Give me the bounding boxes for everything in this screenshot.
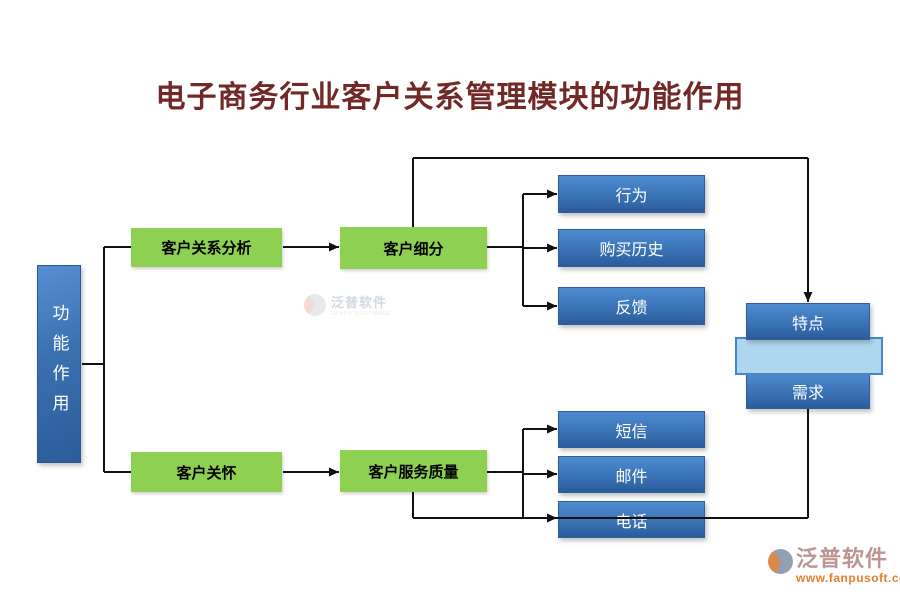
fanpu-watermark-icon xyxy=(304,293,326,316)
node-phone-label: 电话 xyxy=(615,513,648,531)
node-phone: 电话 xyxy=(558,501,705,538)
watermark-subtitle: FANPU SOFTWARE xyxy=(331,311,392,317)
highlight-bar xyxy=(735,337,883,375)
node-feedback: 反馈 xyxy=(558,287,705,325)
node-behavior-label: 行为 xyxy=(615,188,648,205)
watermark-name: 泛普软件 xyxy=(331,295,388,310)
node-customer-relation-analysis: 客户关系分析 xyxy=(131,228,282,267)
node-customer-relation-analysis-label: 客户关系分析 xyxy=(161,240,252,257)
node-customer-service-quality-label: 客户服务质量 xyxy=(368,463,459,481)
node-email: 邮件 xyxy=(558,456,705,493)
diagram-title: 电子商务行业客户关系管理模块的功能作用 xyxy=(155,81,745,114)
node-function-role-label: 功能作用 xyxy=(49,304,69,424)
node-behavior: 行为 xyxy=(558,175,705,213)
node-function-role: 功能作用 xyxy=(37,265,81,463)
logo-url: www.fanpusoft.com xyxy=(796,571,900,585)
node-demand-label: 需求 xyxy=(791,384,824,402)
fanpu-logo-icon xyxy=(768,549,793,574)
node-customer-care-label: 客户关怀 xyxy=(176,464,237,482)
node-purchase-history-label: 购买历史 xyxy=(599,242,664,259)
node-demand: 需求 xyxy=(746,372,870,409)
node-feedback-label: 反馈 xyxy=(615,300,648,317)
fanpu-logo: 泛普软件 www.fanpusoft.com xyxy=(768,546,900,585)
node-purchase-history: 购买历史 xyxy=(558,229,705,267)
node-customer-service-quality: 客户服务质量 xyxy=(340,450,487,492)
node-sms: 短信 xyxy=(558,411,705,448)
node-email-label: 邮件 xyxy=(615,468,648,486)
node-feature: 特点 xyxy=(746,303,870,340)
node-feature-label: 特点 xyxy=(791,315,824,333)
node-customer-segmentation-label: 客户细分 xyxy=(383,240,444,258)
node-customer-care: 客户关怀 xyxy=(131,452,282,492)
node-sms-label: 短信 xyxy=(615,423,648,441)
node-customer-segmentation: 客户细分 xyxy=(340,227,487,269)
center-watermark: 泛普软件 FANPU SOFTWARE xyxy=(304,292,391,317)
logo-name: 泛普软件 xyxy=(796,546,889,571)
